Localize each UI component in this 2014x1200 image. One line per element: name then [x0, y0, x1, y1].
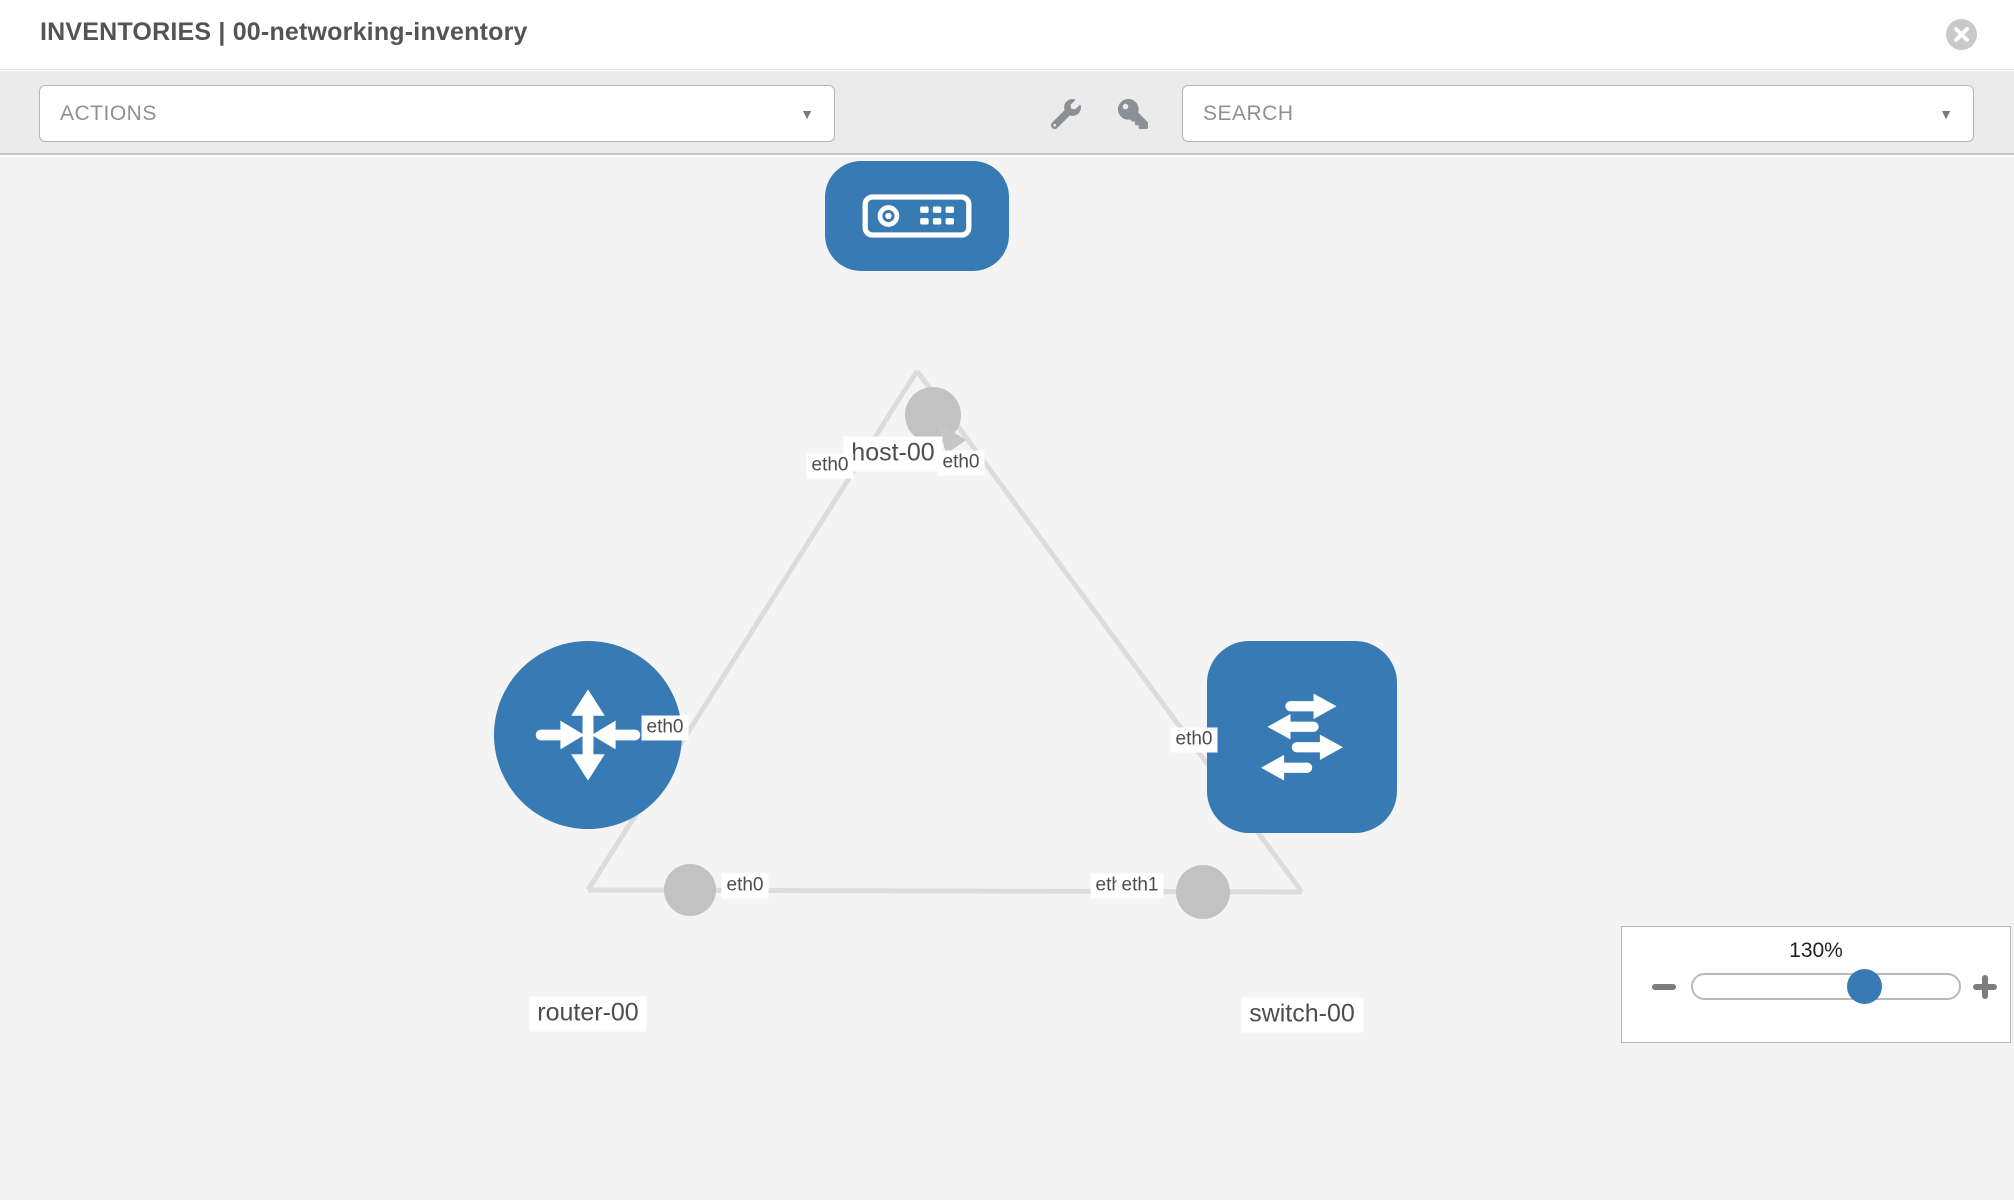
zoom-control-panel: 130% [1621, 926, 2011, 1043]
close-button[interactable] [1946, 19, 1977, 50]
page-title: INVENTORIES | 00-networking-inventory [40, 18, 528, 46]
link-arrowhead [938, 423, 966, 454]
minus-icon [1652, 984, 1676, 990]
plus-icon [1982, 975, 1988, 999]
interface-connector-router-eth0 [664, 864, 716, 916]
topology-canvas[interactable]: host-00 router-00 switch-00 eth0 eth0 et… [0, 157, 2014, 1200]
configure-button[interactable] [1049, 97, 1083, 131]
interface-label-host-eth0-left: eth0 [806, 453, 854, 479]
topology-links-layer [585, 369, 1305, 919]
node-label-switch: switch-00 [1241, 997, 1363, 1033]
interface-label-router-eth0: eth0 [721, 873, 769, 899]
search-dropdown-label: SEARCH [1203, 101, 1294, 125]
chevron-down-icon: ▼ [1939, 105, 1953, 122]
interface-label-link-host-switch: eth0 [1170, 727, 1218, 753]
credentials-button[interactable] [1116, 97, 1150, 131]
wrench-icon [1051, 99, 1081, 129]
toolbar: ACTIONS ▼ SEARCH ▼ [0, 71, 2014, 155]
interface-connector-switch-eth1 [1176, 865, 1230, 919]
node-label-router: router-00 [529, 996, 647, 1032]
node-host-00[interactable] [825, 161, 1009, 271]
zoom-in-button[interactable] [1972, 971, 1998, 1001]
zoom-slider-thumb[interactable] [1847, 969, 1882, 1004]
key-icon [1118, 99, 1148, 129]
zoom-out-button[interactable] [1651, 971, 1677, 1001]
switch-icon [1261, 693, 1343, 781]
actions-dropdown-label: ACTIONS [60, 101, 157, 125]
header: INVENTORIES | 00-networking-inventory [0, 0, 2014, 70]
interface-label-link-router-host: eth0 [641, 715, 689, 741]
search-dropdown[interactable]: SEARCH ▼ [1182, 85, 1974, 142]
host-icon [862, 194, 972, 238]
zoom-slider-track[interactable] [1691, 973, 1961, 1000]
close-icon [1954, 27, 1969, 42]
interface-label-switch-eth1: eth1 [1116, 873, 1164, 899]
interface-label-host-eth0-right: eth0 [937, 450, 985, 476]
node-switch-00[interactable] [1207, 641, 1397, 833]
router-icon [535, 689, 641, 781]
chevron-down-icon: ▼ [800, 105, 814, 122]
zoom-percentage: 130% [1789, 939, 1843, 962]
actions-dropdown[interactable]: ACTIONS ▼ [39, 85, 835, 142]
node-label-host: host-00 [843, 436, 943, 472]
